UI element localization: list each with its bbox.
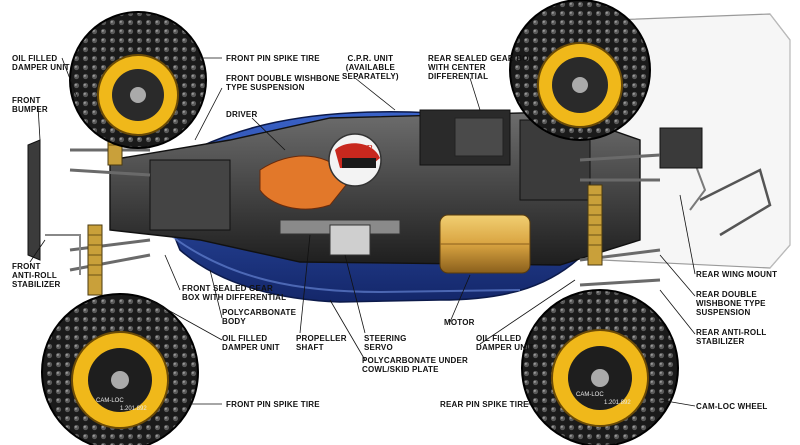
label-rear-wing-mount: REAR WING MOUNT [696, 270, 778, 279]
label-oil-damper-front-top: OIL FILLED DAMPER UNIT [12, 54, 70, 72]
label-driver: DRIVER [226, 110, 258, 119]
tire-rear-bottom: CAM-LOC 1.201.892 [521, 289, 679, 445]
label-front-pin-spike-tire-top: FRONT PIN SPIKE TIRE [226, 54, 320, 63]
label-cam-loc-wheel: CAM-LOC WHEEL [696, 402, 768, 411]
helmet-mark: R [365, 145, 373, 155]
tire-front-top [69, 11, 207, 149]
label-propeller-shaft: PROPELLER SHAFT [296, 334, 347, 352]
label-steering-servo: STEERING SERVO [364, 334, 407, 352]
label-front-anti-roll: FRONT ANTI-ROLL STABILIZER [12, 262, 61, 289]
steering-servo [329, 224, 371, 256]
label-rear-pin-spike-tire: REAR PIN SPIKE TIRE [440, 400, 529, 409]
rear-wing-mount [659, 127, 703, 169]
label-front-pin-spike-tire-bottom: FRONT PIN SPIKE TIRE [226, 400, 320, 409]
front-damper-bottom [87, 224, 103, 296]
label-motor: MOTOR [444, 318, 475, 327]
wheel-brand-front: CAM-LOC [96, 398, 124, 404]
label-front-sealed-gear-box: FRONT SEALED GEAR BOX WITH DIFFERENTIAL [182, 284, 287, 302]
wheel-part-front: 1.201.892 [120, 406, 147, 412]
front-bumper [27, 139, 41, 261]
chassis [109, 109, 641, 274]
label-polycarbonate-under-cowl: POLYCARBONATE UNDER COWL/SKID PLATE [362, 356, 469, 374]
label-rear-double-wishbone: REAR DOUBLE WISHBONE TYPE SUSPENSION [696, 290, 766, 317]
label-cpr-unit: C.P.R. UNIT (AVAILABLE SEPARATELY) [342, 54, 399, 81]
leader-lines [29, 57, 696, 407]
rear-damper [587, 184, 603, 266]
label-rear-sealed-gear-box: REAR SEALED GEAR BOX WITH CENTER DIFFERE… [428, 54, 535, 81]
front-gear-box [149, 159, 231, 231]
front-anti-roll-stabilizer [45, 234, 81, 275]
tire-front-bottom: CAM-LOC 1.201.892 [41, 293, 199, 445]
wheel-part-rear: 1.201.892 [604, 400, 631, 406]
tire-rear-top [509, 0, 651, 141]
label-oil-damper-rear: OIL FILLED DAMPER UNIT [476, 334, 534, 352]
driver: R [259, 133, 382, 210]
wheel-brand-rear: CAM-LOC [576, 392, 604, 398]
label-rear-anti-roll: REAR ANTI-ROLL STABILIZER [696, 328, 767, 346]
label-polycarbonate-body: POLYCARBONATE BODY [222, 308, 297, 326]
label-front-double-wishbone: FRONT DOUBLE WISHBONE TYPE SUSPENSION [226, 74, 340, 92]
label-oil-damper-front-bottom: OIL FILLED DAMPER UNIT [222, 334, 280, 352]
label-front-bumper: FRONT BUMPER [12, 96, 48, 114]
